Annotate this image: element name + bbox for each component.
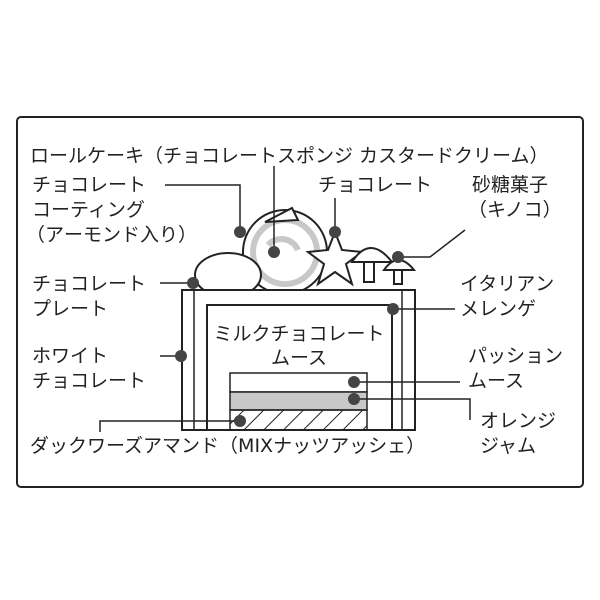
label-sugar-candy-1: 砂糖菓子 bbox=[472, 174, 548, 196]
label-coating-1: チョコレート bbox=[32, 174, 146, 196]
label-dacquoise: ダックワーズアマンド（MIXナッツアッシェ） bbox=[30, 435, 425, 457]
label-white-chocolate-2: チョコレート bbox=[32, 370, 146, 392]
label-plate-1: チョコレート bbox=[32, 273, 146, 295]
dacquoise-layer bbox=[229, 409, 368, 431]
label-coating-2: コーティング bbox=[32, 199, 145, 221]
mushroom-candy-shape bbox=[350, 247, 417, 285]
orange-jam-layer bbox=[229, 391, 368, 411]
label-mousse-2: ムース bbox=[271, 347, 327, 369]
passion-mousse-layer bbox=[229, 372, 368, 393]
label-sugar-candy-2: （キノコ） bbox=[468, 199, 562, 221]
label-meringue-1: イタリアン bbox=[460, 273, 554, 295]
label-meringue-2: メレンゲ bbox=[460, 298, 536, 320]
label-coating-3: （アーモンド入り） bbox=[26, 224, 197, 246]
chocolate-star-shape bbox=[305, 229, 365, 287]
diagram-frame bbox=[16, 116, 584, 488]
label-passion-1: パッション bbox=[468, 345, 563, 367]
label-chocolate: チョコレート bbox=[318, 174, 432, 196]
label-orange-2: ジャム bbox=[480, 435, 536, 457]
label-roll-cake: ロールケーキ（チョコレートスポンジ カスタードクリーム） bbox=[30, 145, 548, 167]
label-white-chocolate-1: ホワイト bbox=[32, 345, 108, 367]
roll-cake-shape bbox=[242, 206, 328, 295]
label-passion-2: ムース bbox=[468, 370, 524, 392]
leader-dots bbox=[175, 226, 404, 427]
label-orange-1: オレンジ bbox=[480, 410, 556, 432]
label-mousse-1: ミルクチョコレート bbox=[213, 323, 384, 345]
label-plate-2: プレート bbox=[32, 298, 108, 320]
